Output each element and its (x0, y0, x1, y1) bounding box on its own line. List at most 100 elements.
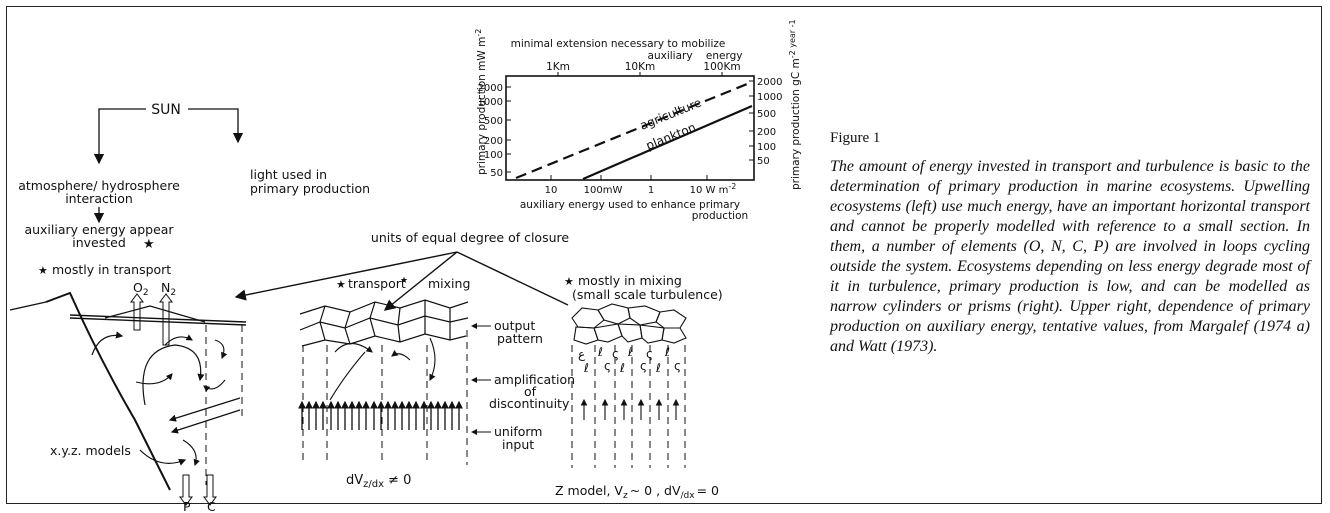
z-model-relation: ~ 0 , dV (630, 483, 681, 498)
n2-outflow-arrow (159, 293, 173, 346)
n2-label: N (161, 280, 170, 295)
svg-text:O2: O2 (133, 280, 149, 298)
x-axis-label-line-1: auxiliary energy used to enhance primary (520, 199, 740, 211)
mostly-mixing-label: mostly in mixing (578, 273, 682, 288)
coastline (45, 291, 171, 491)
o2-label: O (133, 280, 143, 295)
svg-text:ℓ: ℓ (664, 345, 670, 359)
light-label-line-1: light used in (250, 167, 327, 182)
xyz-models-label: x.y.z. models (50, 443, 131, 458)
y-left-tick: 2000 (478, 83, 503, 94)
p-label: P (183, 499, 191, 513)
c-outflow-arrow (203, 474, 217, 506)
small-scale-turbulence-label: (small scale turbulence) (572, 287, 723, 302)
y-left-axis-label: primary production mW m (476, 37, 488, 175)
y-right-tick: 1000 (757, 92, 782, 103)
upwelling-ecosystem-section: SUN atmosphere/ hydrosphere interaction … (9, 102, 370, 513)
y-right-tick: 2000 (757, 77, 782, 88)
x-tick: 1 (648, 185, 654, 196)
y-right-tick: 50 (757, 156, 770, 167)
o2-subscript: 2 (143, 288, 149, 298)
svg-text:ℓ: ℓ (619, 361, 625, 375)
caption-text: The amount of energy invested in transpo… (830, 158, 1310, 355)
output-pattern-label-line-1: output (494, 318, 535, 333)
chart-title-line-1: minimal extension necessary to mobilize (511, 38, 726, 50)
top-tick-label: 10Km (625, 61, 655, 73)
y-right-tick: 100 (757, 142, 776, 153)
y-left-tick: 200 (484, 136, 503, 147)
svg-text:primary production mW m-2: primary production mW m-2 (474, 29, 488, 175)
energy-production-chart: minimal extension necessary to mobilize … (474, 19, 802, 222)
amplification-label-line-3: discontinuity (489, 396, 570, 411)
mixing-label: mixing (428, 276, 470, 291)
series-plankton-line (582, 104, 753, 181)
top-tick-label: 1Km (546, 61, 570, 73)
svg-text:ς: ς (646, 347, 653, 361)
y-right-axis-label: primary production gC m (790, 58, 802, 190)
plot-area (505, 75, 755, 181)
svg-text:ℓ: ℓ (627, 345, 633, 359)
n2-subscript: 2 (170, 288, 176, 298)
atmosphere-label-line-1: atmosphere/ hydrosphere (18, 178, 180, 193)
y-right-tick: 500 (757, 109, 776, 120)
svg-text:10 W m-2: 10 W m-2 (690, 182, 737, 196)
y-right-tick: 200 (757, 127, 776, 138)
aux-energy-label-line-1: auxiliary energy appear (24, 222, 174, 237)
x-axis-label-line-2: production (692, 210, 748, 222)
series-agriculture-line (515, 80, 753, 180)
y-left-tick: 1000 (478, 97, 503, 108)
dv-subscript: z/dx (363, 479, 384, 490)
x-tick: 10 W m (690, 185, 729, 196)
star-icon: ★ (38, 264, 48, 277)
o2-outflow-arrow (130, 293, 144, 331)
sun-label: SUN (151, 102, 181, 118)
star-icon: ★ (336, 278, 346, 291)
figure-label: Figure 1 (830, 130, 881, 146)
svg-text:ع: ع (578, 347, 586, 361)
y-right-axis-unit-sup: -2 year -1 (788, 19, 797, 58)
aux-energy-label-line-2: invested (72, 235, 126, 250)
y-left-tick: 50 (490, 168, 503, 179)
svg-text:ℓ: ℓ (583, 361, 589, 375)
svg-text:N2: N2 (161, 280, 176, 298)
y-left-axis-unit-sup: -2 (474, 29, 483, 37)
light-label-line-2: primary production (250, 181, 370, 196)
z-model-subscript: z (623, 491, 628, 501)
star-icon: ★ (564, 275, 574, 288)
z-model-label: Z model, V (555, 483, 623, 498)
svg-text:Z model, Vz~ 0 , dV/dx= 0: Z model, Vz~ 0 , dV/dx= 0 (555, 483, 719, 501)
chart-title-line-2: auxiliary energy (648, 50, 743, 62)
y-left-tick: 100 (484, 150, 503, 161)
x-tick: 10 (545, 185, 558, 196)
dv-relation: ≠ 0 (388, 473, 411, 488)
amplification-label-line-1: amplification (494, 372, 575, 387)
svg-text:dVz/dx≠ 0: dVz/dx ≠ 0 (346, 473, 411, 490)
svg-text:ℓ: ℓ (655, 361, 661, 375)
transport-label: transport (348, 276, 406, 291)
star-icon: ★ (400, 276, 408, 286)
units-closure-label: units of equal degree of closure (371, 230, 569, 245)
svg-text:ℓ: ℓ (597, 345, 603, 359)
svg-text:primary production gC m-2 yea: primary production gC m-2 year -1 (788, 19, 802, 190)
svg-text:ς: ς (640, 359, 647, 373)
p-outflow-arrow (179, 474, 193, 506)
x-tick: 100mW (584, 185, 623, 196)
uniform-input-label-line-2: input (502, 437, 534, 452)
z-model-subscript-2: /dx (681, 491, 696, 501)
x-tick-sup: -2 (728, 182, 736, 191)
atmosphere-label-line-2: interaction (65, 191, 133, 206)
figure-frame (6, 6, 1322, 504)
svg-text:ς: ς (604, 359, 611, 373)
mostly-transport-label: mostly in transport (52, 262, 171, 277)
amplification-label-line-2: of (524, 384, 537, 399)
c-label: C (207, 499, 216, 513)
svg-text:ς: ς (674, 359, 681, 373)
dv-label: dV (346, 473, 363, 488)
transport-mixing-section: units of equal degree of closure ★ trans… (234, 230, 575, 490)
top-tick-label: 100Km (703, 61, 740, 73)
uniform-input-label-line-1: uniform (494, 424, 542, 439)
y-left-tick: 500 (484, 116, 503, 127)
svg-text:ς: ς (612, 347, 619, 361)
star-icon: ★ (143, 237, 155, 252)
